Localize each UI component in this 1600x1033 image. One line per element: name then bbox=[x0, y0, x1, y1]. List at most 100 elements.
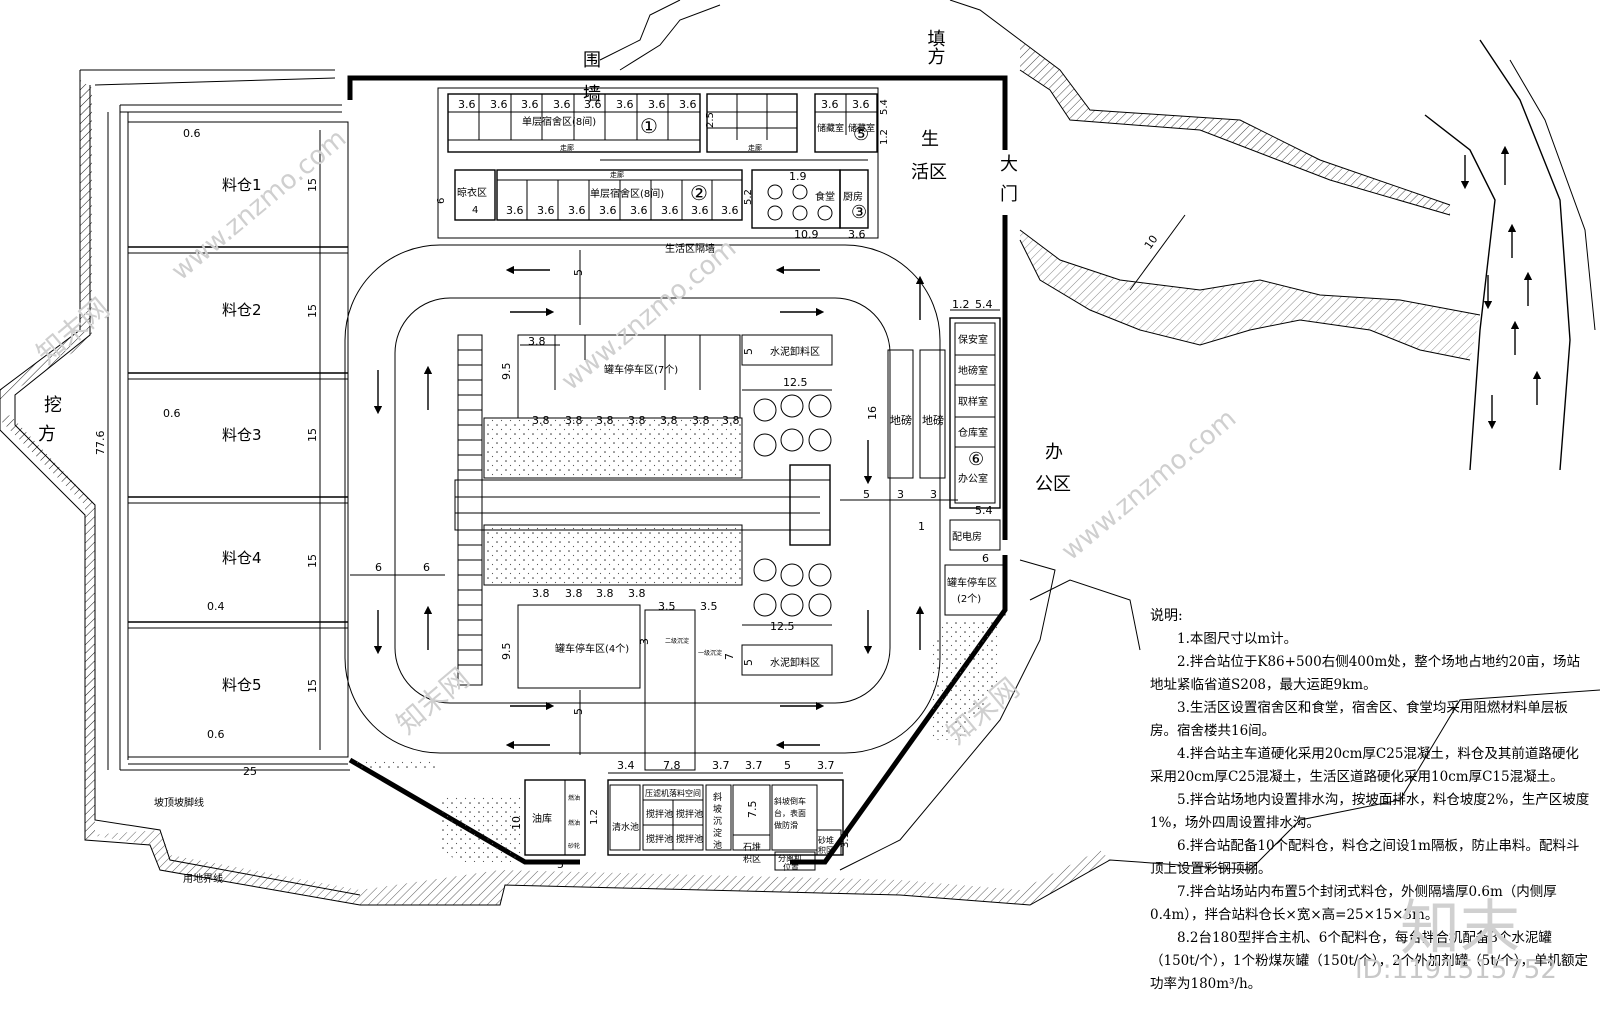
svg-text:3.6: 3.6 bbox=[648, 98, 666, 111]
svg-text:6: 6 bbox=[375, 561, 382, 574]
svg-text:4: 4 bbox=[472, 205, 478, 216]
watermark-logo: 知末 bbox=[1400, 894, 1520, 964]
svg-text:5.2: 5.2 bbox=[743, 189, 754, 205]
svg-text:3.8: 3.8 bbox=[528, 335, 546, 348]
svg-text:3.6: 3.6 bbox=[821, 98, 839, 111]
note-1: 1.本图尺寸以m计。 bbox=[1177, 631, 1298, 647]
svg-text:3.8: 3.8 bbox=[532, 587, 550, 600]
svg-text:3.8: 3.8 bbox=[596, 587, 614, 600]
living-area-label-2: 活区 bbox=[911, 162, 947, 183]
svg-text:二级沉淀: 二级沉淀 bbox=[665, 637, 689, 645]
room-store: 仓库室 bbox=[958, 426, 988, 439]
svg-text:3.7: 3.7 bbox=[745, 759, 763, 772]
svg-text:15: 15 bbox=[306, 428, 319, 442]
svg-text:储藏室: 储藏室 bbox=[848, 122, 875, 134]
dorm-2-label: 单层宿舍区(8间) bbox=[590, 187, 664, 200]
svg-text:3.7: 3.7 bbox=[817, 759, 835, 772]
svg-text:12.5: 12.5 bbox=[770, 620, 795, 633]
svg-text:0.6: 0.6 bbox=[183, 127, 201, 140]
svg-text:3.6: 3.6 bbox=[599, 204, 617, 217]
mixer-space: 压滤机落料空间 bbox=[645, 788, 701, 798]
slope-line-label: 坡顶坡脚线 bbox=[154, 796, 204, 809]
svg-text:积区: 积区 bbox=[818, 845, 834, 855]
weighbridge-2: 地磅 bbox=[922, 413, 944, 427]
svg-text:分离机: 分离机 bbox=[778, 853, 802, 863]
svg-text:10.9: 10.9 bbox=[794, 228, 819, 241]
svg-text:3.6: 3.6 bbox=[691, 204, 709, 217]
svg-text:7: 7 bbox=[723, 653, 736, 660]
svg-text:1: 1 bbox=[918, 520, 925, 533]
svg-text:斜: 斜 bbox=[713, 791, 722, 803]
svg-text:3.6: 3.6 bbox=[852, 98, 870, 111]
svg-text:15: 15 bbox=[306, 679, 319, 693]
production-area: 3.8 罐车停车区(7个) 9.5 3.8 3.8 3.8 3.8 3.8 3.… bbox=[454, 334, 958, 771]
svg-text:25: 25 bbox=[243, 765, 257, 778]
svg-text:7.8: 7.8 bbox=[663, 759, 681, 772]
svg-text:3.1: 3.1 bbox=[840, 832, 851, 848]
bin-5-label: 料仓5 bbox=[222, 676, 262, 694]
svg-text:做防滑: 做防滑 bbox=[774, 820, 798, 830]
svg-text:1.2: 1.2 bbox=[879, 129, 890, 145]
svg-text:3: 3 bbox=[897, 488, 904, 501]
svg-text:3.8: 3.8 bbox=[565, 414, 583, 427]
svg-text:9.5: 9.5 bbox=[500, 643, 513, 661]
svg-text:15: 15 bbox=[306, 178, 319, 192]
note-2: 2.拌合站位于K86+500右侧400m处，整个场地占地约20亩，场站地址紧临省… bbox=[1150, 654, 1580, 693]
clear-pool: 清水池 bbox=[612, 821, 639, 833]
dorm-1-label: 单层宿舍区(8间) bbox=[522, 115, 596, 128]
svg-text:搅拌池: 搅拌池 bbox=[646, 808, 673, 820]
circle-6: ⑥ bbox=[968, 449, 984, 470]
svg-text:走廊: 走廊 bbox=[748, 143, 762, 152]
svg-text:食堂: 食堂 bbox=[815, 190, 835, 203]
cut-label-1: 挖 bbox=[44, 395, 62, 416]
office-area-label-1: 办 bbox=[1045, 442, 1063, 463]
oil-store: 油库 bbox=[532, 812, 552, 825]
svg-text:3.8: 3.8 bbox=[596, 414, 614, 427]
bin-2-label: 料仓2 bbox=[222, 301, 262, 319]
svg-text:砂轮: 砂轮 bbox=[568, 842, 580, 850]
svg-text:0.4: 0.4 bbox=[207, 600, 225, 613]
svg-text:3.8: 3.8 bbox=[532, 414, 550, 427]
svg-text:12.5: 12.5 bbox=[783, 376, 808, 389]
wall-label-2: 墙 bbox=[583, 84, 601, 105]
svg-text:3.8: 3.8 bbox=[628, 414, 646, 427]
svg-text:16: 16 bbox=[866, 406, 879, 420]
svg-text:一级沉淀: 一级沉淀 bbox=[698, 649, 722, 657]
svg-text:3.6: 3.6 bbox=[506, 204, 524, 217]
svg-text:3.6: 3.6 bbox=[679, 98, 697, 111]
svg-text:5: 5 bbox=[557, 858, 564, 871]
fill-label: 填方 bbox=[925, 29, 946, 65]
region-labels: 围 墙 填方 挖 方 生 活区 大 门 办 公区 bbox=[38, 29, 1071, 495]
note-4: 4.拌合站主车道硬化采用20cm厚C25混凝土，料仓及其前道路硬化采用20cm厚… bbox=[1150, 746, 1579, 785]
svg-text:走廊: 走廊 bbox=[610, 170, 624, 179]
svg-text:台，表面: 台，表面 bbox=[774, 808, 806, 818]
total-length-dim: 77.6 bbox=[94, 431, 107, 456]
svg-text:3.7: 3.7 bbox=[712, 759, 730, 772]
svg-text:3.6: 3.6 bbox=[721, 204, 739, 217]
svg-text:6: 6 bbox=[436, 198, 447, 204]
circle-1: ① bbox=[640, 114, 658, 138]
room-office: 办公室 bbox=[958, 472, 988, 485]
svg-text:0.6: 0.6 bbox=[163, 407, 181, 420]
svg-text:走廊: 走廊 bbox=[560, 143, 574, 152]
room-security: 保安室 bbox=[958, 333, 988, 346]
parking-2-line2: (2个) bbox=[957, 593, 981, 605]
utility-area: 油库 燃油 燃油 砂轮 10 5 1.2 3.4 7.8 3.7 3.7 5 3… bbox=[510, 759, 851, 872]
svg-text:3.8: 3.8 bbox=[565, 587, 583, 600]
svg-text:3.5: 3.5 bbox=[700, 600, 718, 613]
svg-text:1.2: 1.2 bbox=[952, 298, 970, 311]
cement-unload-1: 水泥卸料区 bbox=[770, 345, 820, 358]
svg-text:5.4: 5.4 bbox=[879, 99, 890, 115]
svg-text:3.6: 3.6 bbox=[848, 228, 866, 241]
cement-silos bbox=[753, 394, 832, 617]
svg-text:10: 10 bbox=[510, 816, 523, 830]
svg-text:5: 5 bbox=[863, 488, 870, 501]
svg-text:3.6: 3.6 bbox=[661, 204, 679, 217]
svg-text:燃油: 燃油 bbox=[568, 794, 580, 802]
parking-4-label: 罐车停车区(4个) bbox=[555, 642, 629, 655]
svg-text:3.6: 3.6 bbox=[490, 98, 508, 111]
svg-text:1.2: 1.2 bbox=[589, 809, 600, 825]
svg-text:坡: 坡 bbox=[713, 803, 722, 815]
room-weigh: 地磅室 bbox=[958, 364, 988, 377]
